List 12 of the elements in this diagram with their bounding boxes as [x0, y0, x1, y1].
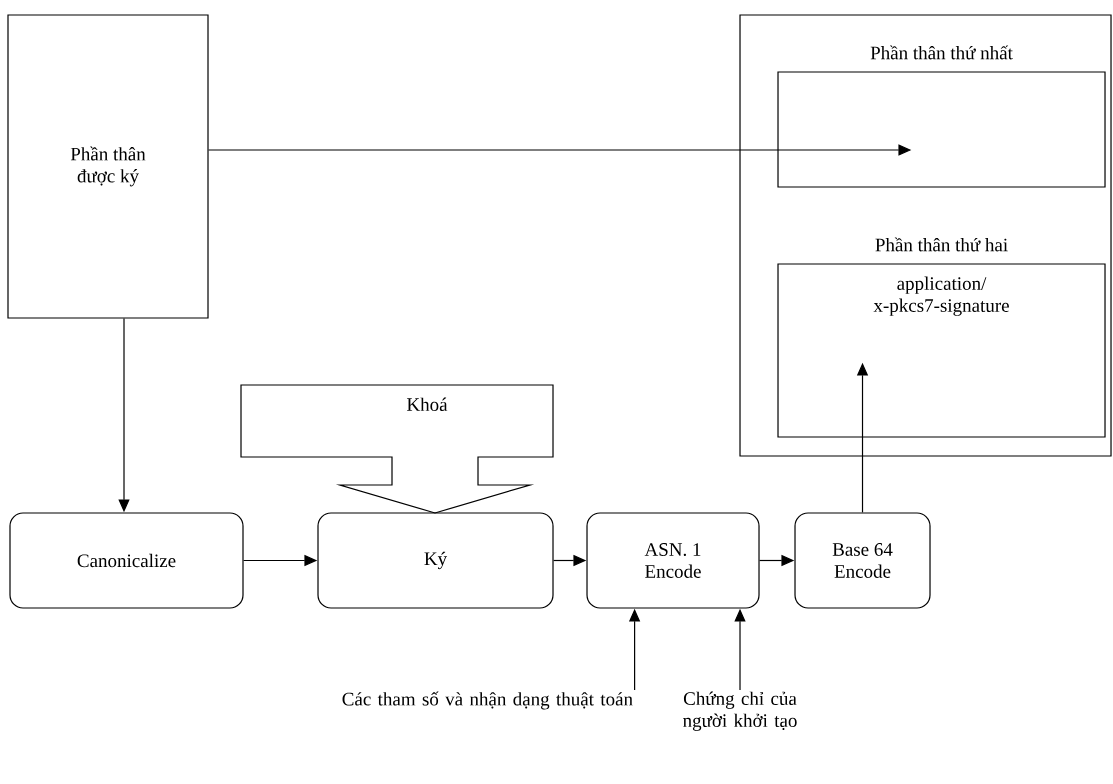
process-box: Base 64 Encode: [794, 512, 931, 609]
process-box: ASN. 1 Encode: [586, 512, 760, 609]
input-label: Chứng chỉ của người khởi tạo: [683, 691, 797, 731]
container-box: [739, 14, 1112, 457]
process-box: Ký: [317, 512, 554, 609]
body-part-box: Phần thân thứ nhất: [777, 45, 1106, 188]
node-label: Phần thân thứ hai: [875, 237, 1008, 252]
process-box: Canonicalize: [9, 512, 244, 609]
input-label: Các tham số và nhận dạng thuật toán: [342, 691, 633, 710]
body-part-box: Phần thân thứ hai application/ x-pkcs7-signature: [777, 237, 1106, 438]
node-label: Phần thân thứ nhất: [870, 45, 1013, 60]
document-box: Phần thân được ký: [7, 14, 209, 319]
